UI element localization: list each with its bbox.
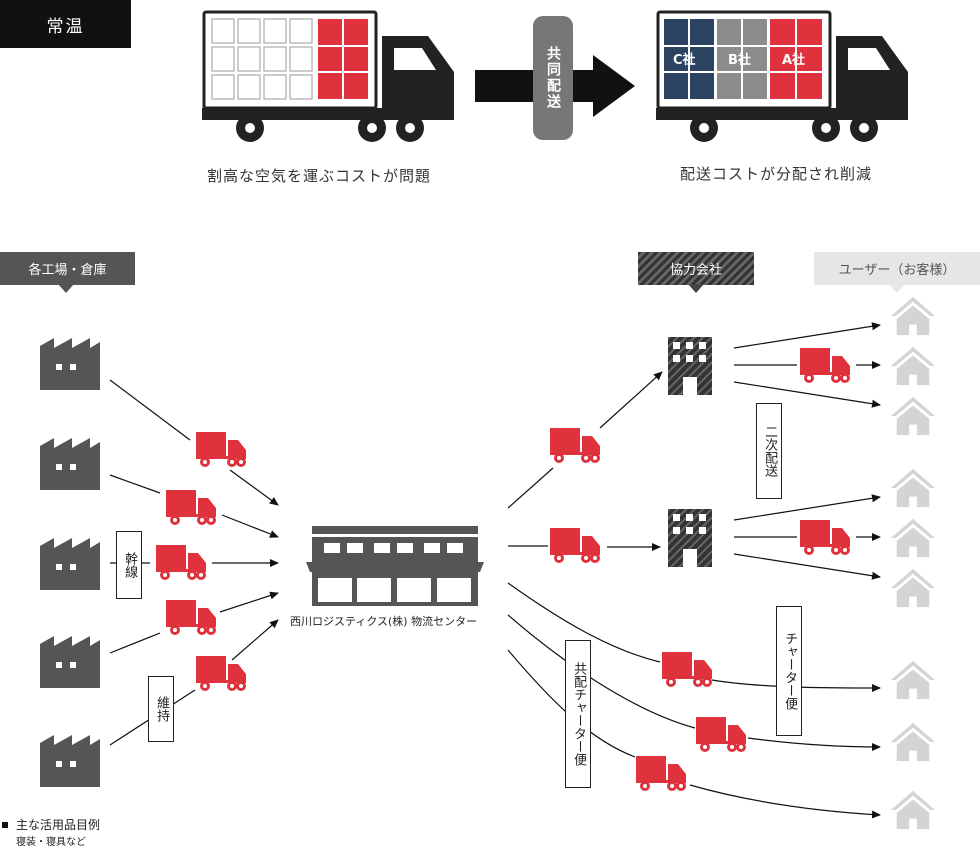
legend-bullet-icon xyxy=(2,822,8,828)
truck-icon xyxy=(662,652,712,687)
problem-caption: 割高な空気を運ぶコストが問題 xyxy=(207,167,432,185)
logistics-center-label: 西川ロジスティクス(株) 物流センター xyxy=(290,615,478,628)
truck-icon xyxy=(156,545,206,580)
house-icon xyxy=(891,660,935,700)
inbound-trucks xyxy=(156,432,246,691)
truck-icon xyxy=(196,432,246,467)
truck-icon xyxy=(800,520,850,555)
house-icon xyxy=(891,790,935,830)
legend-items: 寝装・寝具など xyxy=(16,837,86,848)
customer-house-icons xyxy=(891,296,935,830)
house-icon xyxy=(891,468,935,508)
temperature-tag: 常温 xyxy=(0,0,131,48)
truck-icon xyxy=(550,528,600,563)
partners-header-pointer xyxy=(688,284,704,293)
factories-header-pointer xyxy=(58,284,74,293)
house-icon xyxy=(891,396,935,436)
company-b-label: B社 xyxy=(728,53,751,68)
truck-icon xyxy=(550,428,600,463)
secondary-delivery-label: 二次配送 xyxy=(756,403,782,499)
house-icon xyxy=(891,722,935,762)
maintain-label: 維持 xyxy=(148,676,174,742)
company-c-label: C社 xyxy=(673,53,696,68)
charter-label: チャーター便 xyxy=(776,606,802,736)
logistics-center-icon xyxy=(306,526,484,606)
joint-charter-label: 共配チャーター便 xyxy=(565,640,591,788)
legend-title: 主な活用品目例 xyxy=(16,818,101,832)
partners-header: 協力会社 xyxy=(638,252,754,285)
outbound-routes xyxy=(507,322,881,819)
users-header: ユーザー（お客様） xyxy=(814,252,980,285)
house-icon xyxy=(891,568,935,608)
factories-header: 各工場・倉庫 xyxy=(0,252,135,285)
truck-icon xyxy=(196,656,246,691)
factory-icon xyxy=(40,438,100,490)
joint-delivery-label: 共同配送 xyxy=(533,16,573,140)
company-a-label: A社 xyxy=(782,53,806,68)
factory-icon xyxy=(40,338,100,390)
partner-office-icon xyxy=(668,337,712,395)
partner-office-icon xyxy=(668,509,712,567)
empty-load-truck-icon xyxy=(202,10,454,142)
truck-icon xyxy=(696,717,746,752)
house-icon xyxy=(891,296,935,336)
factory-icon xyxy=(40,735,100,787)
truck-icon xyxy=(800,348,850,383)
truck-icon xyxy=(166,490,216,525)
house-icon xyxy=(891,346,935,386)
solution-caption: 配送コストが分配され削減 xyxy=(680,165,873,183)
full-load-truck-icon xyxy=(656,10,908,142)
house-icon xyxy=(891,518,935,558)
factory-icon xyxy=(40,538,100,590)
factory-icon xyxy=(40,636,100,688)
truck-icon xyxy=(636,756,686,791)
users-header-pointer xyxy=(889,284,905,293)
factory-icons xyxy=(40,338,100,787)
outbound-trucks xyxy=(550,348,850,791)
trunk-line-label: 幹線 xyxy=(116,531,142,599)
truck-icon xyxy=(166,600,216,635)
